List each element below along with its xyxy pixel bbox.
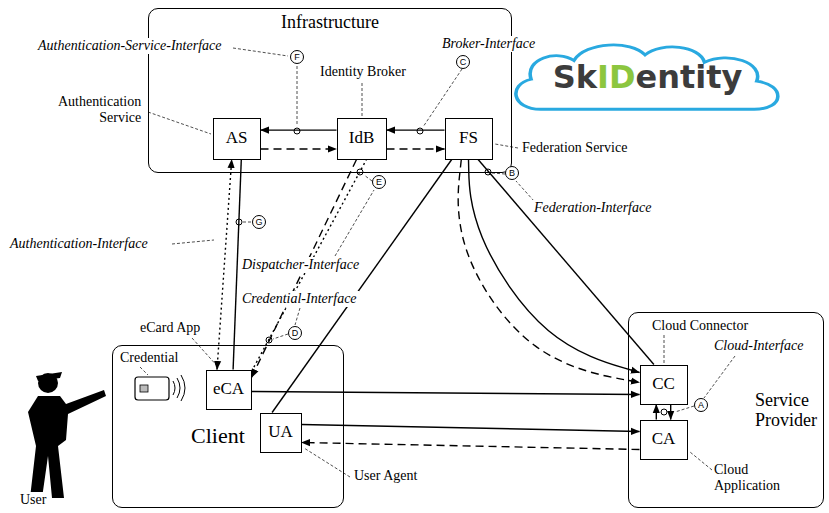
callout-letter: E: [372, 175, 386, 189]
component-box: CA: [640, 420, 688, 460]
part-name: Cloud Connector: [650, 318, 750, 334]
box-label: FS: [459, 129, 478, 148]
part-name: User Agent: [352, 468, 419, 484]
leader-lines: [140, 48, 735, 477]
callout-letter: D: [288, 326, 302, 340]
interface-name: Cloud-Interface: [712, 338, 805, 354]
credential-card: [135, 375, 185, 401]
connector: [469, 160, 640, 373]
callout-letter: G: [252, 215, 266, 229]
box-label: eCA: [213, 380, 244, 399]
logo-text: ID: [597, 60, 635, 95]
component-box: UA: [260, 413, 302, 453]
box-label: UA: [268, 423, 293, 442]
logo-text: Sk: [553, 60, 597, 95]
group-title: Client: [191, 424, 245, 448]
connector: [670, 405, 671, 420]
interface-name: Federation-Interface: [532, 200, 653, 216]
component-box: FS: [445, 118, 493, 160]
connector: [387, 129, 445, 130]
interface-name: Broker-Interface: [440, 36, 537, 52]
interface-name: Credential-Interface: [240, 291, 359, 307]
group-title: Service Provider: [755, 391, 821, 431]
connector: [272, 160, 452, 413]
part-name: Federation Service: [520, 140, 629, 156]
callout-letter: B: [505, 166, 519, 180]
callout-letter: F: [290, 50, 304, 64]
part-name: User: [18, 492, 48, 508]
part-name: Cloud Application: [712, 462, 782, 494]
part-name: Credential: [118, 350, 180, 366]
component-box: CC: [640, 365, 688, 405]
connector: [656, 405, 657, 420]
box-label: IdB: [349, 129, 375, 148]
box-label: CA: [652, 430, 676, 449]
user-figure: [28, 372, 106, 498]
connector: [217, 160, 232, 370]
connector: [261, 148, 337, 149]
interface-name: Dispatcher-Interface: [240, 257, 361, 273]
interface-name: Authentication-Interface: [8, 236, 150, 252]
logo-text: entity: [635, 60, 742, 95]
connector: [387, 148, 445, 149]
component-box: AS: [213, 118, 261, 160]
part-name: Authentication Service: [56, 94, 143, 126]
group-box: InfrastructureAS IdB FS: [148, 8, 512, 173]
logo-word: SkIDentity: [505, 60, 790, 95]
part-name: eCard App: [138, 320, 202, 336]
part-name: Identity Broker: [318, 64, 408, 80]
callout-letter: C: [456, 55, 470, 69]
connector: [458, 160, 639, 383]
box-label: CC: [652, 375, 675, 394]
box-label: AS: [226, 129, 248, 148]
connector: [302, 425, 640, 432]
group-title: Infrastructure: [149, 13, 511, 33]
connector: [252, 392, 640, 395]
component-box: eCA: [206, 370, 252, 410]
interface-sockets: [236, 128, 667, 415]
interface-name: Authentication-Service-Interface: [36, 38, 223, 54]
component-box: IdB: [337, 118, 387, 160]
connector: [261, 129, 337, 130]
callout-letter: A: [694, 398, 708, 412]
connector: [302, 443, 640, 450]
logo-cloud: SkIDentity: [505, 38, 790, 113]
group-box: Client eCA UA: [112, 345, 344, 508]
